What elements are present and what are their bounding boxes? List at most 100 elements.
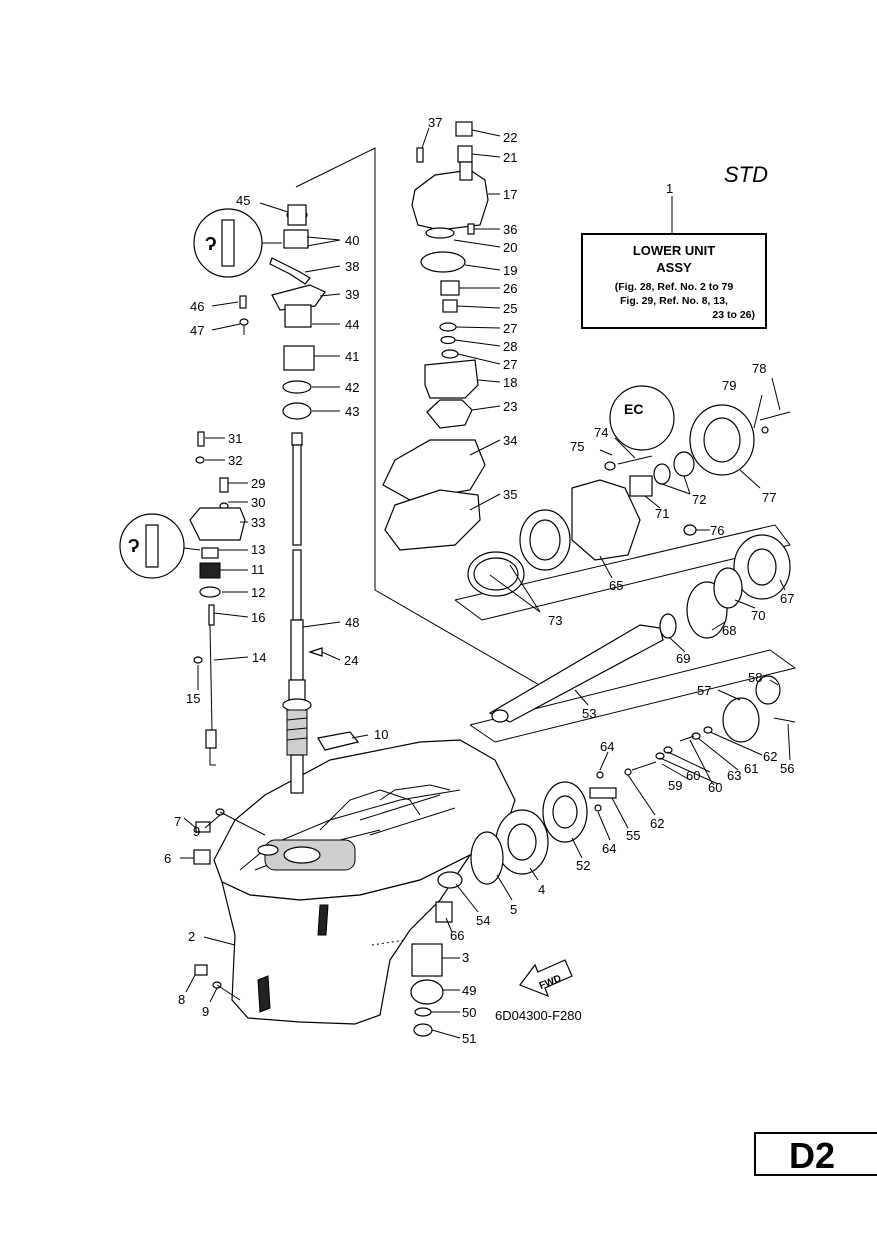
callout-75: 75 — [570, 439, 584, 454]
callout-numbers: 1 2 3 4 5 6 7 8 9 9 10 11 12 13 14 15 16… — [164, 115, 794, 1046]
callout-70: 70 — [751, 608, 765, 623]
callout-12: 12 — [251, 585, 265, 600]
callout-46: 46 — [190, 299, 204, 314]
callout-34: 34 — [503, 433, 517, 448]
callout-5: 5 — [510, 902, 517, 917]
assy-ref-line2: Fig. 29, Ref. No. 8, 13, — [620, 295, 728, 307]
svg-text:Ɂ: Ɂ — [128, 536, 140, 556]
callout-66: 66 — [450, 928, 464, 943]
callout-39: 39 — [345, 287, 359, 302]
callout-45: 45 — [236, 193, 250, 208]
callout-14: 14 — [252, 650, 266, 665]
callout-28: 28 — [503, 339, 517, 354]
callout-19: 19 — [503, 263, 517, 278]
callout-15: 15 — [186, 691, 200, 706]
shift-linkage-parts — [189, 431, 246, 598]
callout-77: 77 — [762, 490, 776, 505]
callout-76: 76 — [710, 523, 724, 538]
callout-37: 37 — [428, 115, 442, 130]
callout-51: 51 — [462, 1031, 476, 1046]
callout-4: 4 — [538, 882, 545, 897]
callout-6: 6 — [164, 851, 171, 866]
callout-49: 49 — [462, 983, 476, 998]
callout-53: 53 — [582, 706, 596, 721]
callout-59: 59 — [668, 778, 682, 793]
callout-52: 52 — [576, 858, 590, 873]
callout-20: 20 — [503, 240, 517, 255]
callout-72: 72 — [692, 492, 706, 507]
callout-1: 1 — [666, 181, 673, 196]
callout-9b: 9 — [202, 1004, 209, 1019]
assy-ref-line3: 23 to 26) — [712, 309, 755, 321]
drive-shaft — [282, 432, 312, 794]
callout-44: 44 — [345, 317, 359, 332]
callout-64b: 64 — [602, 841, 616, 856]
callout-64a: 64 — [600, 739, 614, 754]
leader-lines — [180, 127, 791, 1039]
page-label-box: D2 — [754, 1132, 877, 1176]
callout-62b: 62 — [650, 816, 664, 831]
propeller-shaft-parts — [193, 404, 796, 1037]
callout-26: 26 — [503, 281, 517, 296]
callout-43: 43 — [345, 404, 359, 419]
callout-40: 40 — [345, 233, 359, 248]
callout-21: 21 — [503, 150, 517, 165]
callout-29: 29 — [251, 476, 265, 491]
callout-31: 31 — [228, 431, 242, 446]
callout-74: 74 — [594, 425, 608, 440]
callout-60a: 60 — [686, 768, 700, 783]
callout-73: 73 — [548, 613, 562, 628]
page-label: D2 — [789, 1135, 836, 1176]
callout-3: 3 — [462, 950, 469, 965]
callout-9a: 9 — [193, 824, 200, 839]
callout-32: 32 — [228, 453, 242, 468]
callout-36: 36 — [503, 222, 517, 237]
callout-38: 38 — [345, 259, 359, 274]
group-boundary-lines — [243, 147, 797, 743]
callout-35: 35 — [503, 487, 517, 502]
callout-58: 58 — [748, 670, 762, 685]
svg-text:EC: EC — [624, 401, 643, 417]
callout-41: 41 — [345, 349, 359, 364]
callout-68: 68 — [722, 623, 736, 638]
callout-50: 50 — [462, 1005, 476, 1020]
callout-63: 63 — [727, 768, 741, 783]
callout-47: 47 — [190, 323, 204, 338]
assy-ref-line1: (Fig. 28, Ref. No. 2 to 79 — [614, 281, 734, 293]
callout-62a: 62 — [763, 749, 777, 764]
callout-22: 22 — [503, 130, 517, 145]
callout-57: 57 — [697, 683, 711, 698]
callout-48: 48 — [345, 615, 359, 630]
figure-code: 6D04300-F280 — [495, 1008, 582, 1023]
fwd-arrow: FWD — [519, 959, 573, 998]
callout-30: 30 — [251, 495, 265, 510]
callout-7: 7 — [174, 814, 181, 829]
callout-55: 55 — [626, 828, 640, 843]
callout-78: 78 — [752, 361, 766, 376]
callout-23: 23 — [503, 399, 517, 414]
std-label: STD — [724, 162, 768, 187]
callout-61: 61 — [744, 761, 758, 776]
lower-casing — [213, 739, 516, 1025]
callout-42: 42 — [345, 380, 359, 395]
callout-71: 71 — [655, 506, 669, 521]
callout-24: 24 — [344, 653, 358, 668]
callout-17: 17 — [503, 187, 517, 202]
callout-13: 13 — [251, 542, 265, 557]
callout-18: 18 — [503, 375, 517, 390]
callout-10: 10 — [374, 727, 388, 742]
lower-unit-assy-box: LOWER UNIT ASSY (Fig. 28, Ref. No. 2 to … — [581, 233, 767, 329]
assy-title-line1: LOWER UNIT — [632, 243, 716, 258]
callout-56: 56 — [780, 761, 794, 776]
callout-27b: 27 — [503, 357, 517, 372]
lubricant-callout-circles: Ɂ Ɂ EC — [119, 208, 675, 579]
svg-text:Ɂ: Ɂ — [205, 234, 217, 254]
shift-rod — [205, 604, 217, 766]
water-pump-parts — [382, 121, 489, 551]
seal-housing-parts — [239, 204, 326, 420]
callout-54: 54 — [476, 913, 490, 928]
callout-65: 65 — [609, 578, 623, 593]
callout-69: 69 — [676, 651, 690, 666]
callout-2: 2 — [188, 929, 195, 944]
